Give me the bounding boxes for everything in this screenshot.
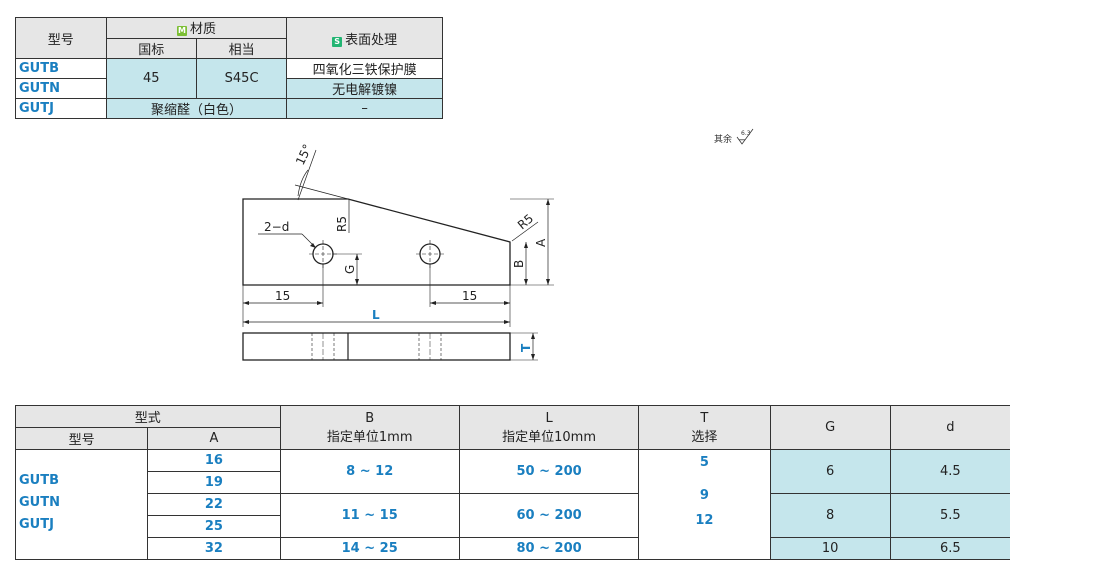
a-value: 25 [147,515,281,538]
model-item: GUTB [19,473,60,488]
dim-b-label: B [512,260,526,268]
dim-a-label: A [534,238,548,247]
r5-corner-label: R5 [515,211,536,232]
equivalent-cell: S45C [195,58,288,99]
part-outline [242,198,511,286]
dim-15-left-label: 15 [275,289,290,303]
l-range: 60 ~ 200 [458,493,640,538]
b-range: 11 ~ 15 [279,493,460,538]
header-standard: 国标 [105,37,197,59]
g-value: 8 [769,493,891,538]
dim-l-label: L [372,308,380,322]
dim-t-label: T [519,343,533,352]
surface-cell: 无电解镀镍 [286,78,443,99]
header-d: d [889,405,1010,450]
svg-text:6.3: 6.3 [741,130,751,137]
b-range: 14 ~ 25 [279,537,460,560]
header-a: A [147,427,281,450]
l-range: 50 ~ 200 [458,449,640,494]
model-cell: GUTN [15,78,107,99]
surface-roughness-note: 其余 6.3 [714,128,755,146]
header-type: 型式 [15,405,281,428]
r5-top-label: R5 [335,216,349,232]
surface-badge-icon: S [332,36,343,47]
model-list: GUTB GUTN GUTJ [14,449,149,560]
d-value: 6.5 [889,537,1010,560]
g-value: 6 [769,449,891,494]
surface-note-text: 其余 [714,135,733,145]
header-g: G [769,405,891,450]
model-item: GUTN [19,495,60,510]
a-value: 16 [147,449,281,472]
material-badge-icon: M [176,26,187,37]
header-model: 型号 [14,427,149,450]
d-value: 5.5 [889,493,1010,538]
model-cell: GUTJ [15,98,107,119]
header-equivalent: 相当 [195,37,288,59]
t-values: 5 9 12 [638,449,771,560]
dim-15-right-label: 15 [462,289,477,303]
a-value: 32 [147,537,281,560]
header-model: 型号 [15,17,107,59]
a-value: 22 [147,493,281,516]
b-range: 8 ~ 12 [279,449,460,494]
side-view [242,332,511,361]
a-value: 19 [147,471,281,494]
dim-g-label: G [343,265,357,274]
l-range: 80 ~ 200 [458,537,640,560]
g-value: 10 [769,537,891,560]
d-value: 4.5 [889,449,1010,494]
roughness-symbol-icon: 6.3 [736,128,754,145]
model-item: GUTJ [19,517,54,532]
material-cell: 聚缩醛（白色） [105,98,288,119]
surface-cell: – [286,98,443,119]
holes-label: 2−d [264,220,289,234]
